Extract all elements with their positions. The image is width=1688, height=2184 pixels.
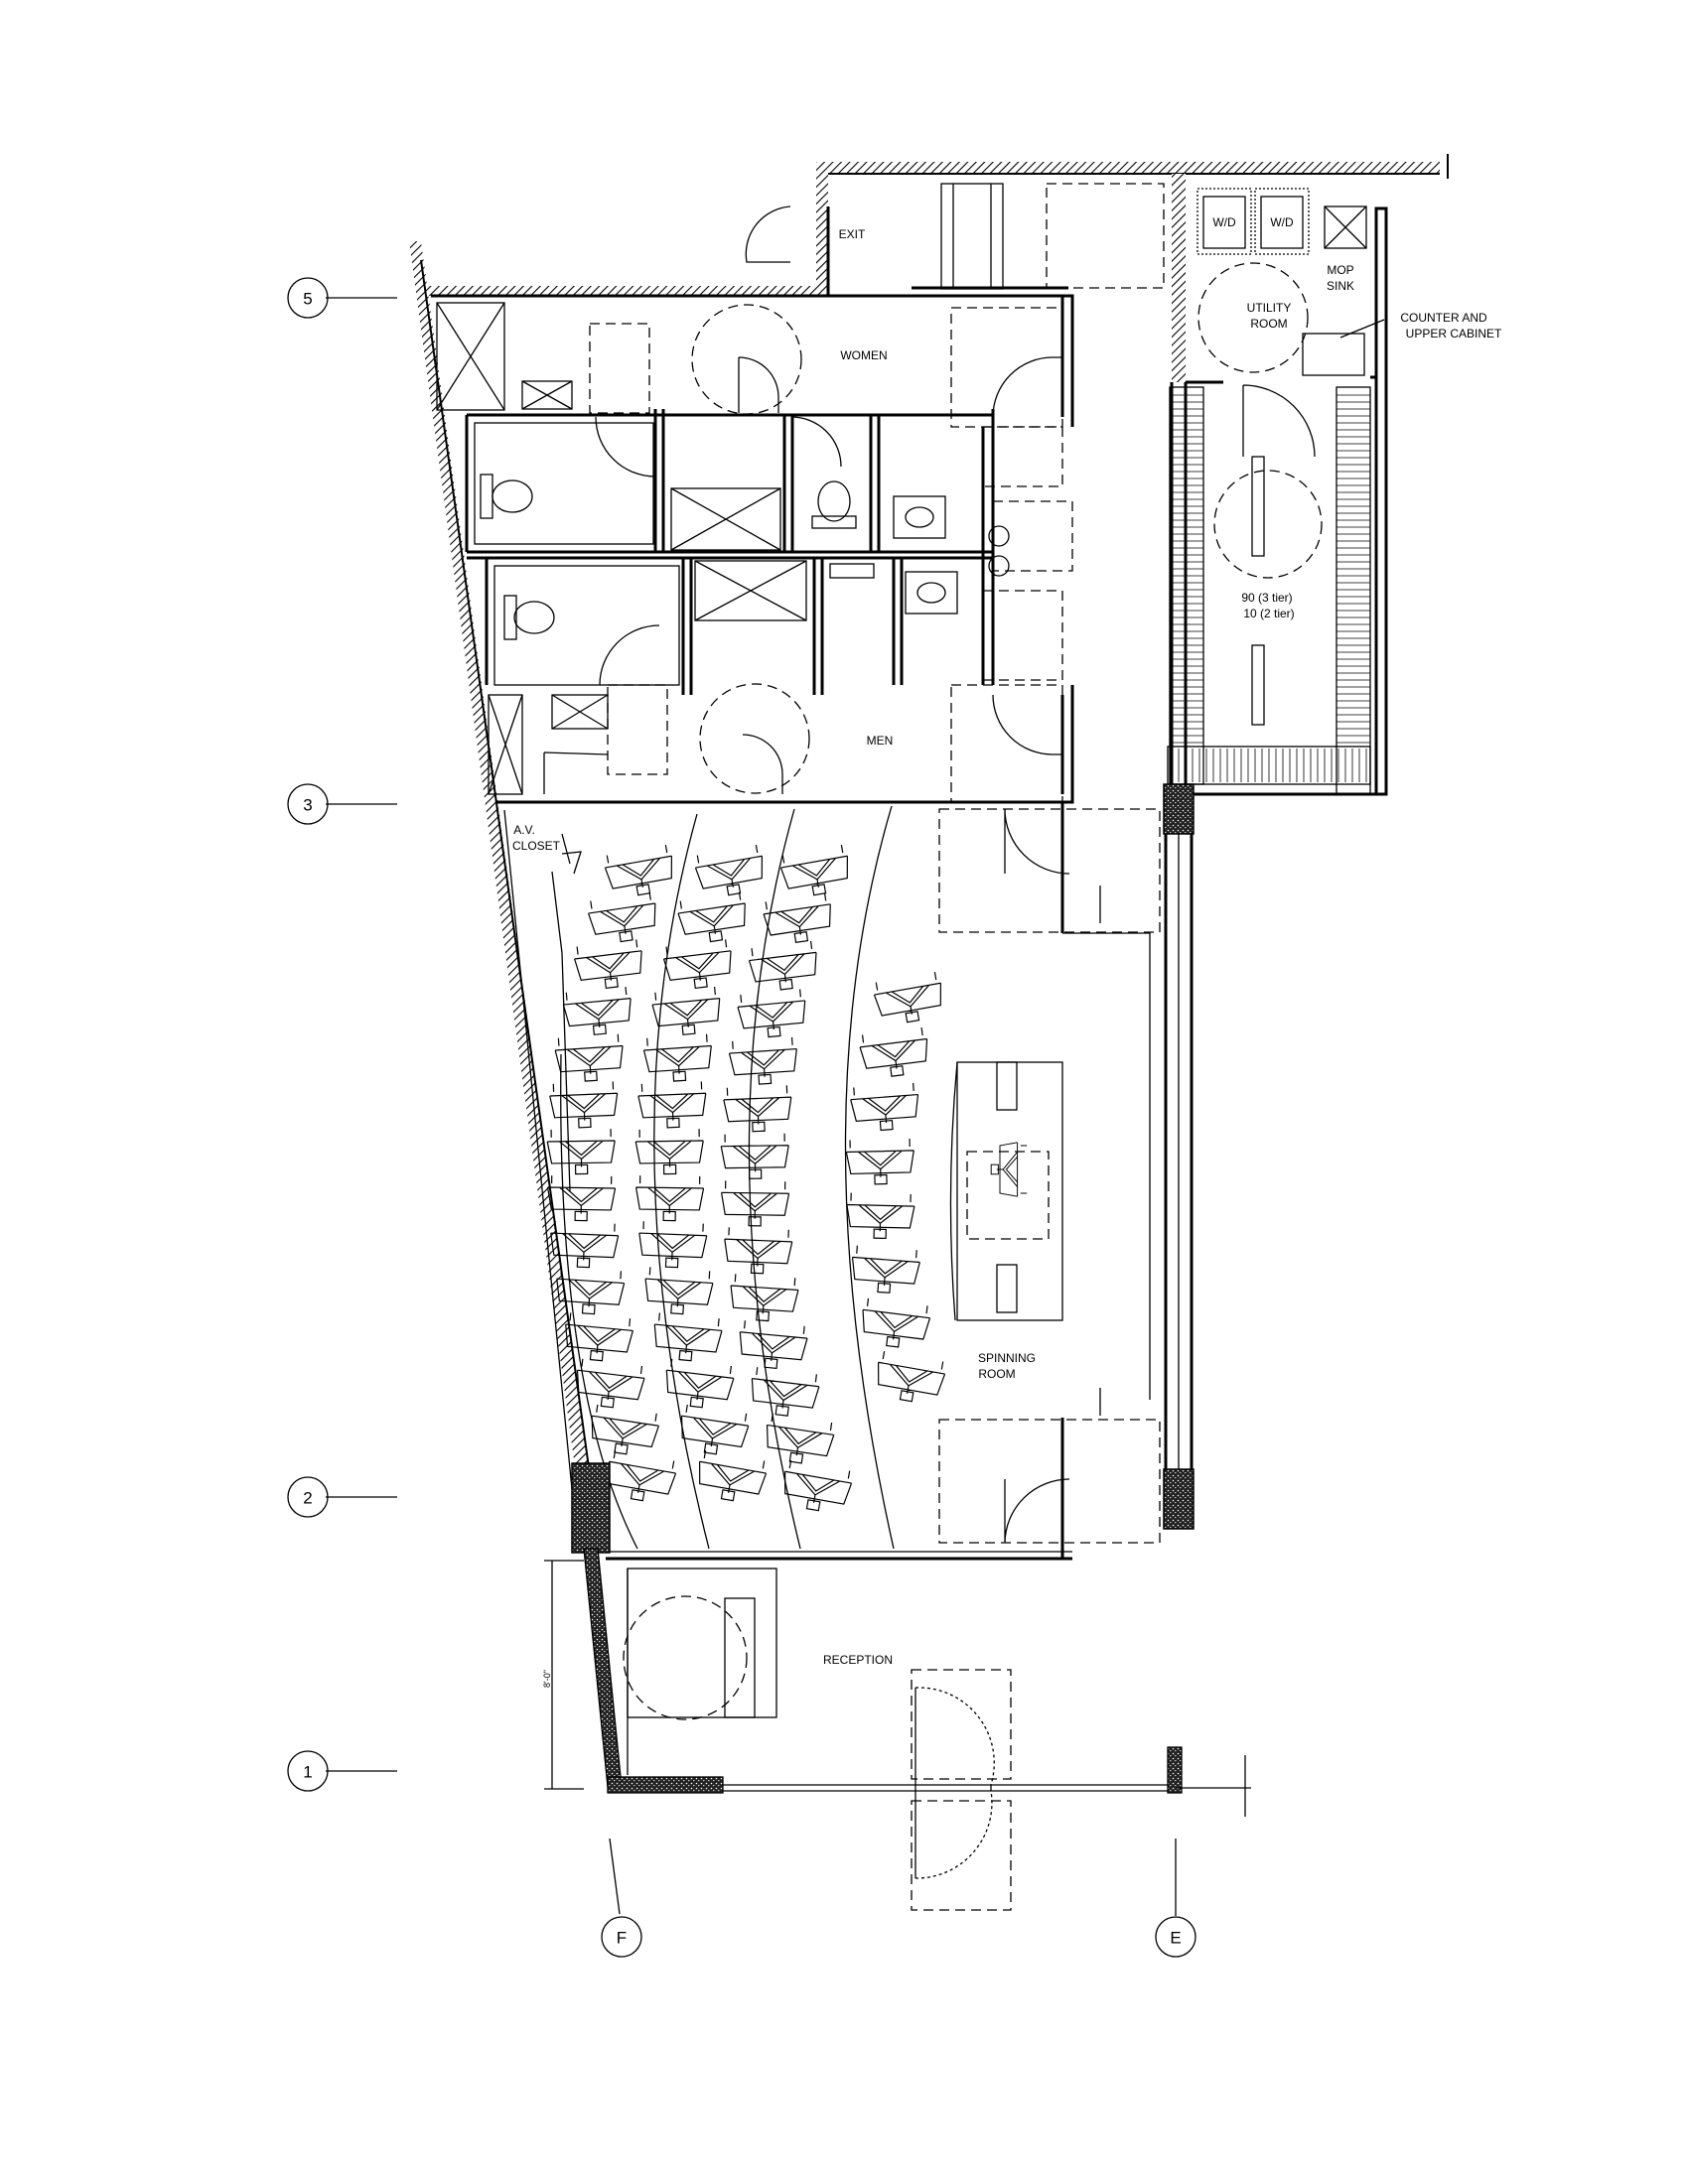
spin-bike — [634, 1128, 705, 1175]
spin-bike — [858, 1297, 932, 1352]
fixtures — [480, 474, 1010, 640]
spin-bike — [650, 1311, 724, 1364]
grid-bubble-2 — [287, 1476, 329, 1518]
spin-bike — [693, 1448, 770, 1507]
mop-sink-label-1: MOP — [1327, 263, 1353, 277]
spin-bike — [548, 1080, 620, 1130]
spin-bike — [636, 1220, 708, 1270]
spin-bike — [720, 1133, 790, 1180]
spin-bike — [642, 1266, 715, 1317]
room-labels: EXIT WOMEN MEN W/D W/D MOP SINK UTILITY … — [512, 215, 1502, 1688]
exit-area — [745, 183, 1165, 296]
mop-sink-label-2: SINK — [1327, 279, 1354, 293]
utility-room-label-2: ROOM — [1250, 317, 1287, 331]
shower-stalls — [436, 302, 807, 795]
spin-bikes — [546, 843, 948, 1517]
spinning-room-label-1: SPINNING — [978, 1351, 1036, 1365]
spin-bike — [720, 1179, 790, 1227]
spin-bike — [871, 970, 947, 1028]
spinning-room-label-2: ROOM — [978, 1367, 1015, 1381]
grid-bubble-f — [601, 1916, 642, 1958]
instructor-bike — [990, 1142, 1028, 1197]
spin-bike — [661, 1357, 736, 1412]
locker-ticks — [1170, 394, 1370, 782]
grid-bubble-e — [1155, 1916, 1196, 1958]
spin-bike — [636, 1080, 708, 1130]
grid-label-2: 2 — [303, 1489, 312, 1508]
reception-label: RECEPTION — [823, 1653, 893, 1667]
spin-bike — [722, 1084, 793, 1134]
grid-bubble-3 — [287, 783, 329, 825]
reception-dimension: 8'-0" — [542, 1670, 552, 1688]
spin-bike — [675, 890, 751, 947]
exit-label: EXIT — [839, 227, 866, 241]
reception-area — [544, 1462, 1251, 1911]
spin-bike — [692, 843, 769, 901]
grid-bubble-1 — [287, 1750, 329, 1792]
spin-bike — [845, 1191, 915, 1240]
grid-label-f: F — [617, 1929, 627, 1948]
spin-bike — [572, 938, 646, 993]
spin-bike — [722, 1226, 793, 1276]
spin-bike — [728, 1273, 800, 1324]
restroom-clearances — [543, 304, 1073, 803]
spin-bike — [676, 1403, 752, 1459]
spin-bike — [777, 843, 854, 901]
spin-bike — [845, 1138, 915, 1186]
av-closet-label-2: CLOSET — [512, 839, 561, 853]
grid-label-5: 5 — [303, 290, 312, 309]
grid-label-3: 3 — [303, 796, 312, 815]
spin-bike — [586, 890, 661, 947]
lockers-label-1: 90 (3 tier) — [1241, 591, 1292, 605]
utility-room-label-1: UTILITY — [1247, 301, 1292, 315]
av-closet-label-1: A.V. — [513, 823, 535, 837]
restroom-block — [431, 294, 1074, 804]
grid-label-1: 1 — [303, 1763, 312, 1782]
spin-bike — [728, 1035, 800, 1087]
spin-bike — [736, 988, 809, 1040]
grid-lines: 5 3 2 1 F E — [287, 277, 1196, 1958]
spin-bike — [546, 1174, 617, 1222]
counter-label-2: UPPER CABINET — [1406, 327, 1502, 341]
grid-bubble-5 — [287, 277, 329, 319]
spin-bike — [849, 1082, 921, 1134]
spin-bike — [661, 938, 736, 993]
spinning-room-walls — [496, 783, 1195, 1561]
spin-bike — [586, 1403, 661, 1459]
grid-label-e: E — [1170, 1929, 1181, 1948]
spin-bike — [602, 843, 678, 901]
spin-bike — [634, 1174, 705, 1222]
spin-bike — [561, 986, 634, 1038]
women-label: WOMEN — [840, 348, 887, 362]
men-label: MEN — [867, 734, 894, 748]
spin-bike — [872, 1349, 948, 1408]
washer-dryer-label-2: W/D — [1270, 215, 1294, 229]
spin-bike — [642, 1032, 715, 1084]
washer-dryer-label-1: W/D — [1212, 215, 1236, 229]
spin-bike — [736, 1319, 809, 1372]
spin-bike — [747, 1366, 821, 1421]
lockers-label-2: 10 (2 tier) — [1243, 607, 1294, 620]
spin-bike — [857, 1025, 932, 1081]
spin-bike — [849, 1244, 921, 1296]
spin-bike — [546, 1128, 617, 1175]
counter-label-1: COUNTER AND — [1400, 311, 1487, 325]
exterior-walls — [409, 154, 1449, 1490]
